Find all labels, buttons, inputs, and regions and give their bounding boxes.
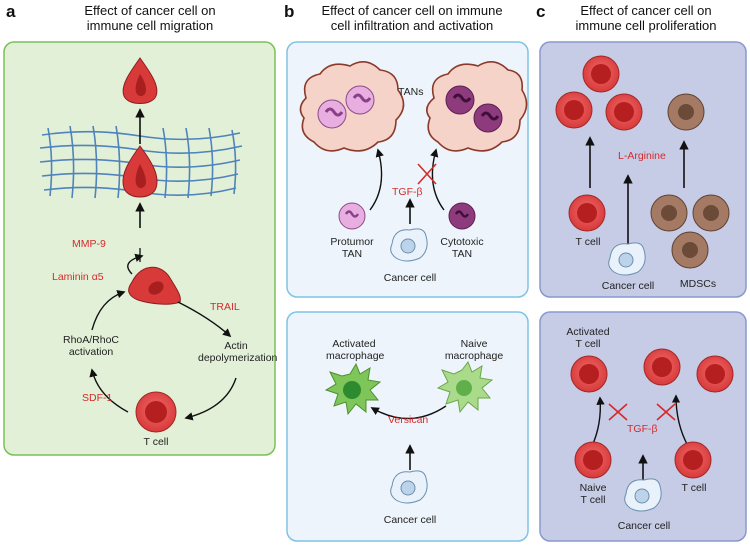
inhibition-cross-c-left bbox=[608, 403, 628, 421]
t-cell-c-top-label: T cell bbox=[575, 236, 601, 248]
panel-a-heading: Effect of cancer cell on immune cell mig… bbox=[40, 3, 260, 33]
panel-a-heading-line1: Effect of cancer cell on bbox=[84, 3, 216, 18]
arrow-b-cytotoxic bbox=[430, 148, 445, 211]
naive-macrophage-label-line2: macrophage bbox=[444, 350, 504, 362]
mmp9-label: MMP-9 bbox=[72, 238, 106, 250]
spreading-t-cell bbox=[128, 266, 181, 305]
activated-t-cell-label: Activated T cell bbox=[560, 326, 616, 350]
mdsc-c-2 bbox=[692, 194, 730, 232]
laminin-label: Laminin α5 bbox=[52, 271, 104, 283]
naive-macrophage-label-line1: Naive bbox=[460, 338, 488, 350]
cancer-cell-c-bottom bbox=[624, 478, 662, 512]
protumor-tan-label: Protumor TAN bbox=[326, 236, 378, 260]
panel-a-heading-line2: immune cell migration bbox=[86, 18, 214, 33]
tgfb-c-label: TGF-β bbox=[627, 423, 658, 435]
t-cell-c-top-2 bbox=[555, 91, 593, 129]
actin-label: Actin depolymerization bbox=[198, 340, 278, 364]
mdsc-c-top bbox=[667, 93, 705, 131]
cancer-cell-c-bottom-label: Cancer cell bbox=[617, 520, 671, 532]
migrating-t-cell-mesh bbox=[122, 145, 158, 198]
arrow-a-trail bbox=[177, 301, 232, 338]
mdscs-label: MDSCs bbox=[679, 278, 717, 290]
activated-macrophage-label-line1: Activated bbox=[332, 338, 376, 350]
cancer-cell-c-top bbox=[608, 242, 646, 276]
t-cell-c-activated-2 bbox=[643, 348, 681, 386]
t-cell-c-bottom-left bbox=[568, 194, 606, 232]
activated-t-cell-label-line2: T cell bbox=[575, 338, 601, 350]
rhoa-label-line2: activation bbox=[68, 346, 114, 358]
t-cell-c-top-3 bbox=[605, 93, 643, 131]
naive-macrophage-label: Naive macrophage bbox=[444, 338, 504, 362]
actin-label-line1: Actin bbox=[224, 340, 248, 352]
activated-macrophage-label: Activated macrophage bbox=[326, 338, 385, 362]
cytotoxic-tan-label-line2: TAN bbox=[451, 248, 473, 260]
t-cell-c-activated-1 bbox=[570, 355, 608, 393]
tumor-cluster-right bbox=[426, 61, 528, 152]
arrow-c-tcell-up-b bbox=[671, 394, 689, 447]
cytotoxic-tan-cell bbox=[448, 202, 476, 230]
mdsc-c-1 bbox=[650, 194, 688, 232]
panel-b-letter: b bbox=[284, 2, 295, 21]
inhibition-cross-b bbox=[417, 163, 437, 185]
tumor-cluster-left bbox=[299, 61, 405, 152]
arrow-a-actin bbox=[184, 377, 237, 421]
cancer-cell-b-bottom bbox=[390, 470, 428, 504]
arrow-b-naive-to-activated bbox=[370, 405, 447, 420]
migrating-t-cell-top bbox=[122, 57, 158, 104]
protumor-tan-cell bbox=[338, 202, 366, 230]
t-cell-c-naive bbox=[574, 441, 612, 479]
rhoa-label-line1: RhoA/RhoC bbox=[62, 334, 120, 346]
activated-t-cell-label-line1: Activated bbox=[566, 326, 610, 338]
panel-b-heading: Effect of cancer cell on immune cell inf… bbox=[298, 3, 526, 33]
activated-macrophage-label-line2: macrophage bbox=[326, 350, 385, 362]
cancer-cell-b-top bbox=[390, 228, 428, 262]
t-cell-c-right bbox=[674, 441, 712, 479]
protumor-tan-label-line2: TAN bbox=[341, 248, 363, 260]
t-cell-a-label: T cell bbox=[143, 436, 169, 448]
panel-b-heading-line1: Effect of cancer cell on immune bbox=[321, 3, 503, 18]
tans-label: TANs bbox=[398, 86, 424, 98]
cytotoxic-tan-label-line1: Cytotoxic bbox=[440, 236, 484, 248]
panel-c-heading-line2: immune cell proliferation bbox=[575, 18, 717, 33]
protumor-tan-label-line1: Protumor bbox=[330, 236, 374, 248]
trail-label: TRAIL bbox=[210, 301, 240, 313]
arrow-b-protumor bbox=[369, 148, 384, 211]
mdsc-c-3 bbox=[671, 231, 709, 269]
t-cell-c-activated-3 bbox=[696, 355, 734, 393]
cancer-cell-b-bottom-label: Cancer cell bbox=[383, 514, 437, 526]
panel-c-letter: c bbox=[536, 2, 546, 21]
naive-t-cell-label: Naive T cell bbox=[570, 482, 616, 506]
t-cell-c-bottom-label: T cell bbox=[681, 482, 707, 494]
versican-label: Versican bbox=[388, 414, 429, 426]
cytotoxic-tan-label: Cytotoxic TAN bbox=[436, 236, 488, 260]
activated-macrophage bbox=[324, 362, 382, 416]
actin-label-line2: depolymerization bbox=[198, 352, 278, 364]
sdf1-label: SDF-1 bbox=[82, 392, 113, 404]
l-arginine-label: L-Arginine bbox=[618, 150, 666, 162]
tgfb-b-label: TGF-β bbox=[392, 186, 423, 198]
naive-macrophage bbox=[436, 360, 494, 414]
arrow-a-laminin bbox=[127, 253, 144, 275]
panel-c-heading-line1: Effect of cancer cell on bbox=[580, 3, 712, 18]
t-cell-c-top-1 bbox=[582, 55, 620, 93]
panel-b-heading-line2: cell infiltration and activation bbox=[330, 18, 494, 33]
cancer-cell-b-top-label: Cancer cell bbox=[383, 272, 437, 284]
arrow-a-rhoa bbox=[91, 290, 126, 331]
panel-a-letter: a bbox=[6, 2, 16, 21]
cancer-cell-c-top-label: Cancer cell bbox=[601, 280, 655, 292]
panel-c-heading: Effect of cancer cell on immune cell pro… bbox=[548, 3, 744, 33]
naive-t-cell-label-line1: Naive bbox=[579, 482, 607, 494]
inhibition-cross-c-right bbox=[656, 403, 676, 421]
naive-t-cell-label-line2: T cell bbox=[580, 494, 606, 506]
t-cell-round-a bbox=[135, 391, 177, 433]
rhoa-label: RhoA/RhoC activation bbox=[56, 334, 126, 358]
arrow-a-sdf1 bbox=[89, 368, 129, 413]
